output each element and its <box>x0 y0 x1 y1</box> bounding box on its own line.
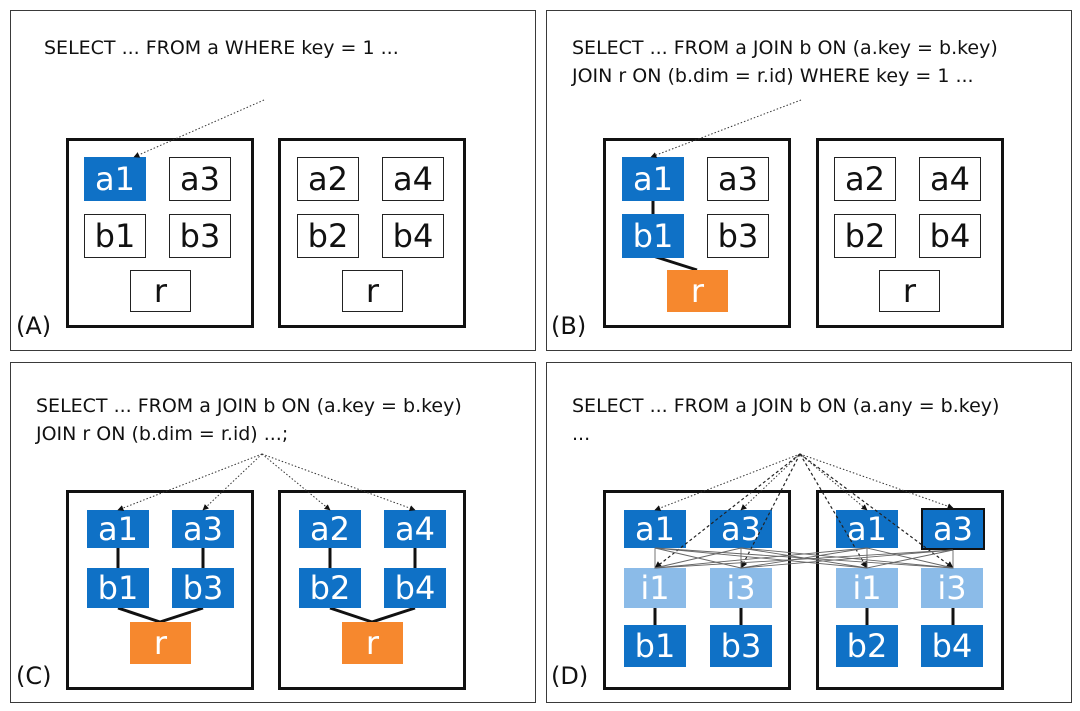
a-right-node-b4: b4 <box>382 214 444 258</box>
d-right-node-b4: b4 <box>921 625 983 667</box>
server-d-left <box>603 490 791 690</box>
d-left-node-a3: a3 <box>710 510 772 548</box>
b-right-node-b2: b2 <box>834 214 896 258</box>
c-left-node-a3: a3 <box>172 510 234 548</box>
panel-label-c: (C) <box>16 662 52 690</box>
b-left-node-r: r <box>667 270 728 312</box>
panel-label-b: (B) <box>551 312 587 340</box>
a-left-node-a1: a1 <box>84 157 146 201</box>
sql-c-line2: JOIN r ON (b.dim = r.id) ...; <box>36 423 289 445</box>
a-left-node-b3: b3 <box>169 214 231 258</box>
server-c-right <box>278 490 466 690</box>
server-a-left <box>66 138 254 328</box>
a-right-node-b2: b2 <box>297 214 359 258</box>
b-right-node-r: r <box>879 270 940 312</box>
d-right-node-a3: a3 <box>921 508 985 550</box>
a-left-node-b1: b1 <box>84 214 146 258</box>
sql-a-line1: SELECT ... FROM a WHERE key = 1 ... <box>44 37 399 59</box>
c-left-node-b1: b1 <box>87 568 149 608</box>
b-left-node-a1: a1 <box>622 157 684 201</box>
sql-d-line2: ... <box>572 423 591 445</box>
c-left-node-a1: a1 <box>87 510 149 548</box>
c-left-node-r: r <box>130 622 191 664</box>
d-left-node-b3: b3 <box>710 625 772 667</box>
sql-c-line1: SELECT ... FROM a JOIN b ON (a.key = b.k… <box>36 395 462 417</box>
b-left-node-b1: b1 <box>622 214 684 258</box>
a-right-node-a2: a2 <box>297 157 359 201</box>
b-right-node-a4: a4 <box>919 157 981 201</box>
d-left-node-i3: i3 <box>710 568 772 608</box>
server-b-right <box>816 138 1004 328</box>
c-right-node-a2: a2 <box>299 510 361 548</box>
server-b-left <box>603 138 791 328</box>
server-d-right <box>816 490 1004 690</box>
b-right-node-b4: b4 <box>919 214 981 258</box>
c-right-node-a4: a4 <box>384 510 446 548</box>
c-left-node-b3: b3 <box>172 568 234 608</box>
d-right-node-i1: i1 <box>836 568 898 608</box>
b-left-node-a3: a3 <box>707 157 769 201</box>
a-right-node-r: r <box>342 270 403 312</box>
c-right-node-r: r <box>342 622 403 664</box>
c-right-node-b4: b4 <box>384 568 446 608</box>
b-left-node-b3: b3 <box>707 214 769 258</box>
b-right-node-a2: a2 <box>834 157 896 201</box>
d-right-node-a1: a1 <box>836 510 898 548</box>
server-a-right <box>278 138 466 328</box>
d-left-node-b1: b1 <box>624 625 686 667</box>
sql-b-line2: JOIN r ON (b.dim = r.id) WHERE key = 1 .… <box>572 65 974 87</box>
panel-label-d: (D) <box>551 662 589 690</box>
a-right-node-a4: a4 <box>382 157 444 201</box>
a-left-node-r: r <box>130 270 191 312</box>
a-left-node-a3: a3 <box>169 157 231 201</box>
sql-d-line1: SELECT ... FROM a JOIN b ON (a.any = b.k… <box>572 395 1000 417</box>
c-right-node-b2: b2 <box>299 568 361 608</box>
d-left-node-i1: i1 <box>624 568 686 608</box>
d-left-node-a1: a1 <box>624 510 686 548</box>
server-c-left <box>66 490 254 690</box>
sql-b-line1: SELECT ... FROM a JOIN b ON (a.key = b.k… <box>572 37 998 59</box>
d-right-node-i3: i3 <box>921 568 983 608</box>
panel-label-a: (A) <box>16 312 52 340</box>
d-right-node-b2: b2 <box>836 625 898 667</box>
